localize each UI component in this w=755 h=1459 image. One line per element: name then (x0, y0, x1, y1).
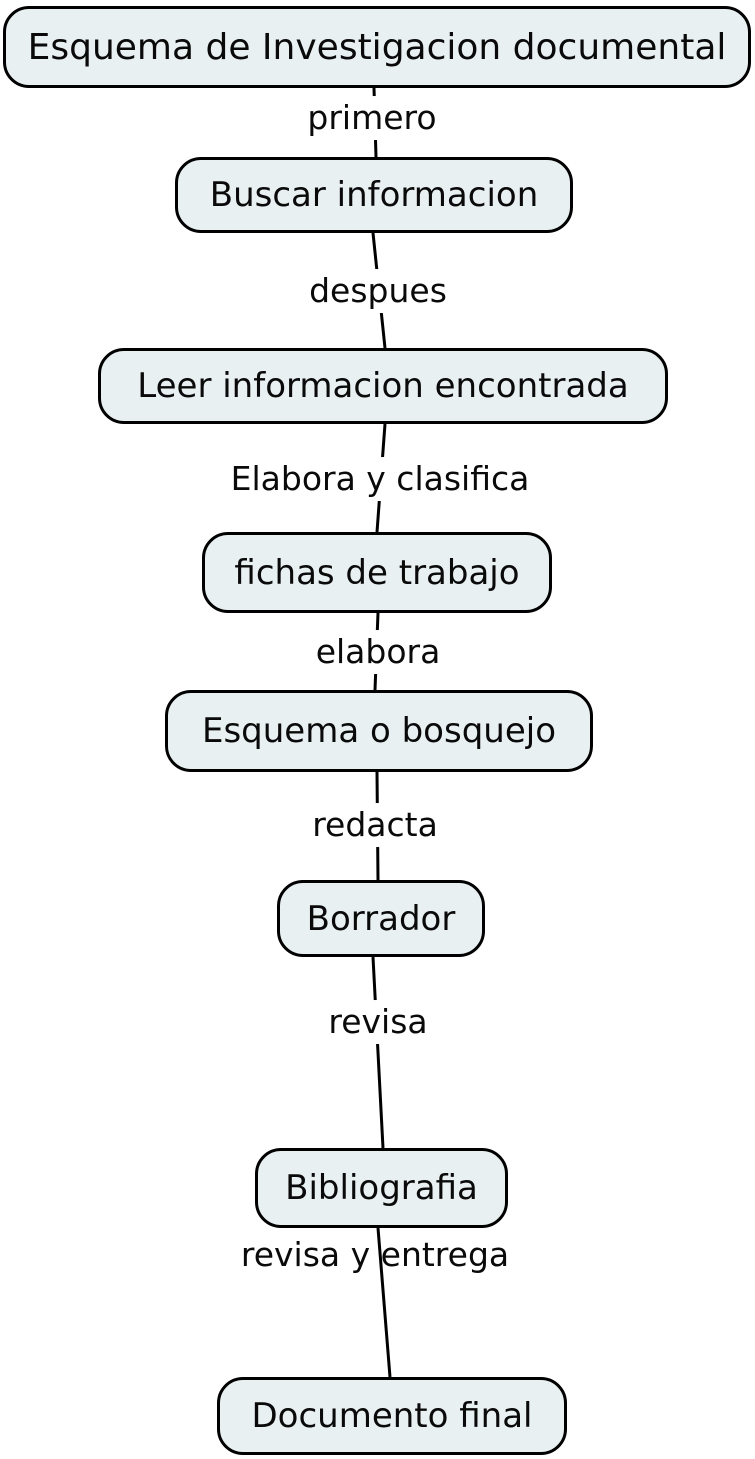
node-esquema-investigacion-documental: Esquema de Investigacion documental (3, 6, 751, 88)
node-borrador: Borrador (277, 880, 485, 957)
node-documento-final: Documento final (217, 1377, 567, 1455)
edge-label-despues: despues (302, 269, 454, 313)
node-esquema-o-bosquejo: Esquema o bosquejo (165, 690, 593, 772)
edge-label-redacta: redacta (305, 803, 445, 847)
edge-label-revisa-entrega: revisa y entrega (240, 1235, 510, 1275)
node-buscar-informacion: Buscar informacion (175, 157, 573, 233)
node-leer-informacion-encontrada: Leer informacion encontrada (98, 348, 668, 424)
node-bibliografia: Bibliografia (255, 1148, 508, 1228)
edge-label-revisa: revisa (321, 1000, 435, 1044)
node-fichas-de-trabajo: fichas de trabajo (202, 532, 552, 613)
edge-line-revisa (371, 956, 385, 1149)
edge-label-primero: primero (300, 96, 444, 140)
edge-label-elabora-clasifica: Elabora y clasifica (223, 457, 537, 501)
edge-label-elabora: elabora (308, 630, 448, 674)
edge-line-revisa-entrega (376, 1227, 392, 1378)
